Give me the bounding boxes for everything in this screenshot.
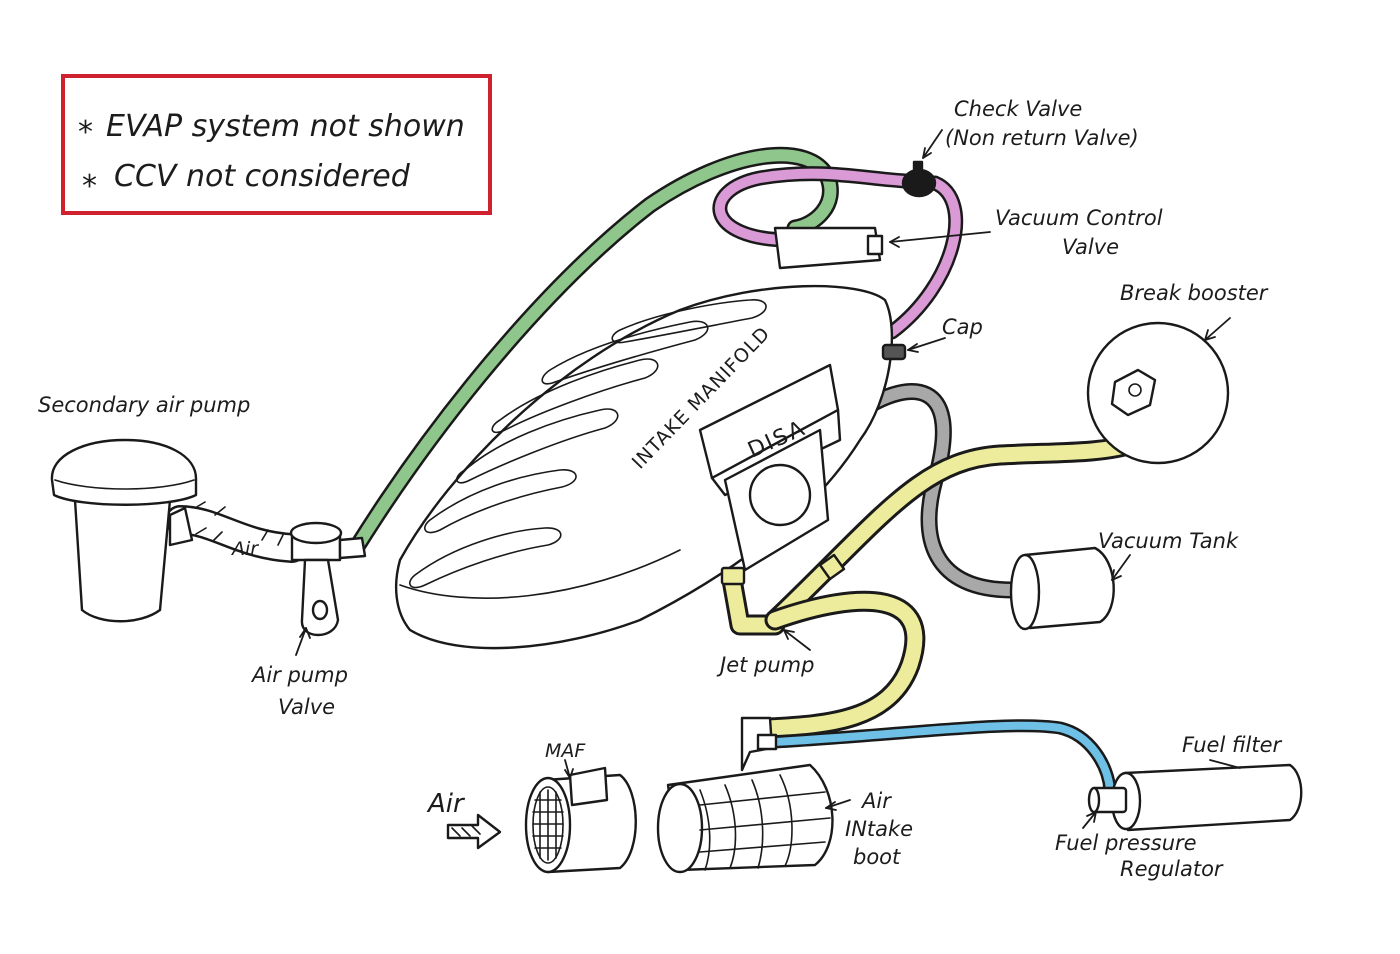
vacuum-tank-label: Vacuum Tank: [1098, 529, 1239, 553]
fuel-pressure-regulator: [1087, 786, 1128, 814]
vacuum-control-label-1: Vacuum Control: [995, 206, 1163, 230]
gray-hose: [856, 383, 1021, 599]
maf-label: MAF: [545, 740, 586, 762]
air-inlet-label: Air: [426, 789, 466, 819]
check-valve: [901, 160, 937, 198]
air-pump-valve: [289, 521, 367, 637]
air-intake-boot-label-3: boot: [853, 845, 901, 869]
secondary-air-pump: [50, 438, 198, 623]
fuel-filter: [1110, 763, 1303, 832]
disa-valve: DISA: [698, 363, 842, 572]
blue-fuel-line: [768, 719, 1117, 797]
check-valve-label: Check Valve: [954, 97, 1082, 121]
air-intake-boot-label-1: Air: [860, 789, 892, 813]
fuel-pressure-regulator-label-1: Fuel pressure: [1055, 831, 1197, 855]
vacuum-tank: [1009, 546, 1115, 631]
hoses: [165, 146, 1179, 797]
notes-border: [61, 74, 492, 215]
vacuum-control-label-2: Valve: [1062, 235, 1119, 259]
green-hose: [349, 146, 839, 554]
fuel-filter-label: Fuel filter: [1182, 733, 1283, 757]
note-evap: EVAP system not shown: [106, 109, 465, 144]
notes-box: * EVAP system not shown * CCV not consid…: [61, 74, 492, 215]
manifold-cap: [881, 343, 907, 361]
air-inlet-arrow: [446, 813, 502, 850]
note-bullet-2: *: [82, 169, 97, 204]
air-intake-boot-label-2: INtake: [845, 817, 913, 841]
secondary-air-pump-label: Secondary air pump: [38, 393, 250, 417]
air-intake-boot: [656, 716, 834, 874]
labels: Check Valve (Non return Valve) Vacuum Co…: [38, 97, 1283, 881]
jet-pump-label: Jet pump: [716, 653, 814, 677]
leader-arrows: [295, 129, 1241, 829]
break-booster-label: Break booster: [1120, 281, 1269, 305]
note-bullet-1: *: [78, 115, 93, 150]
air-pump-valve-label-2: Valve: [278, 695, 335, 719]
cap-label: Cap: [942, 315, 983, 339]
air-pump-valve-label-1: Air pump: [250, 663, 348, 687]
air-hose: [165, 501, 307, 563]
air-hose-label: Air: [230, 538, 259, 560]
maf-sensor: [524, 766, 637, 874]
brake-booster: [1086, 321, 1230, 465]
check-valve-sub-label: (Non return Valve): [945, 126, 1139, 150]
pink-hose: [712, 166, 964, 340]
jet-pump: [720, 553, 846, 586]
vacuum-control-valve: [773, 226, 884, 270]
note-ccv: CCV not considered: [114, 159, 411, 194]
fuel-pressure-regulator-label-2: Regulator: [1120, 857, 1224, 881]
